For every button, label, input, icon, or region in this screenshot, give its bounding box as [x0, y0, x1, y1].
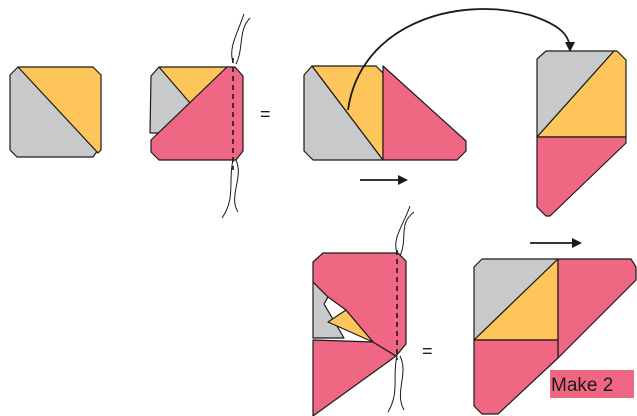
unit-finished: Make 2 [473, 238, 637, 415]
thread-bottom-b [234, 159, 239, 213]
unit-rot-yellow-triangle [536, 50, 627, 138]
thread-top-c [395, 205, 411, 254]
thread-top-d [399, 211, 415, 257]
unit-pressed-open [303, 65, 467, 185]
unit-final-pink-lower [473, 339, 559, 415]
unit-rotated [536, 50, 627, 217]
unit-sewing-second [312, 205, 415, 416]
unit-sew2-pink-square [312, 252, 407, 357]
make-count-label: Make 2 [551, 375, 613, 396]
thread-bottom-c [387, 355, 398, 413]
thread-top-a [231, 13, 245, 63]
unit-single-yellow-triangle [17, 66, 102, 154]
unit-final-pink-right [557, 258, 637, 359]
thread-bottom-a [221, 159, 234, 219]
thread-bottom-d [399, 355, 405, 411]
unit-rot-pink-triangle [536, 136, 627, 217]
equals-sign-top: = [260, 104, 271, 124]
unit-open-pink-triangle [382, 65, 467, 161]
thread-top-b [235, 17, 251, 65]
unit-sew2-pink-lower [312, 339, 397, 416]
unit-single-square [9, 66, 102, 158]
unit-open-gray-triangle [303, 65, 384, 161]
unit-sewing-pink-square [149, 13, 251, 219]
equals-sign-bottom: = [422, 341, 433, 361]
curved-arrow-icon [347, 8, 575, 111]
caption-backdrop [550, 370, 634, 398]
